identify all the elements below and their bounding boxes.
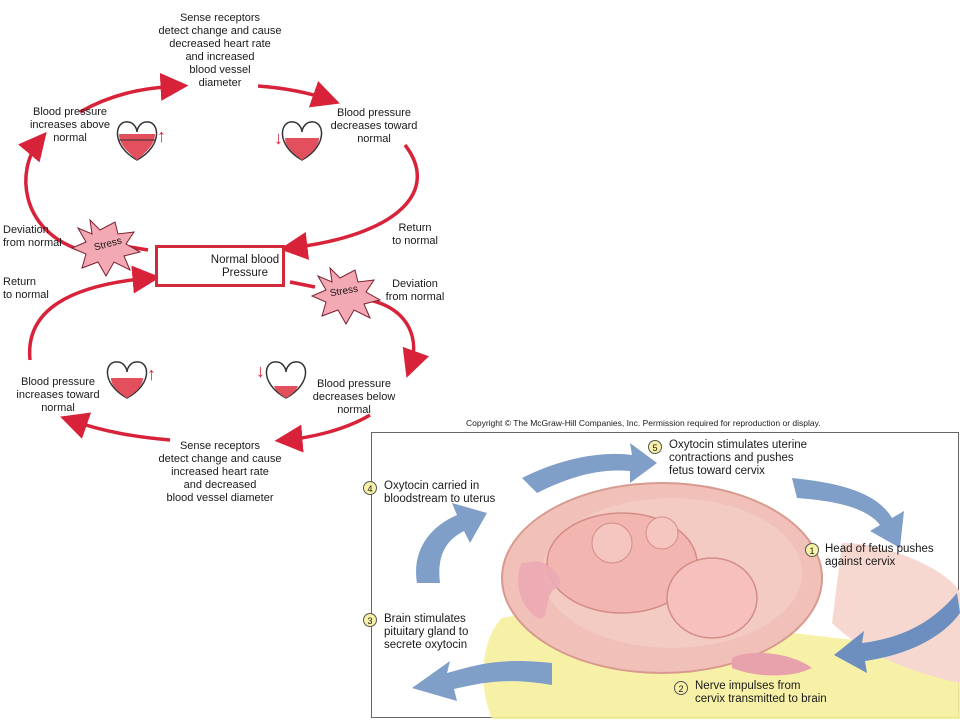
arrow-normal-to-stress xyxy=(289,280,316,289)
childbirth-illustration xyxy=(412,443,960,719)
up-arrow-icon: ↑ xyxy=(147,364,156,384)
step-5-text: Oxytocin stimulates uterine contractions… xyxy=(669,439,808,477)
return-bottom-text: Return to normal xyxy=(3,276,49,301)
copyright-notice: Copyright © The McGraw-Hill Companies, I… xyxy=(466,418,821,428)
heart-decreasing-icon xyxy=(281,121,323,161)
arrow-top-to-receptor xyxy=(79,72,189,114)
arrow-receptor-to-right xyxy=(257,81,340,108)
arrow-step4 xyxy=(416,503,487,583)
step-4-text: Oxytocin carried in bloodstream to uteru… xyxy=(384,480,496,505)
arrow-step5-right xyxy=(792,478,904,548)
down-arrow-icon: ↓ xyxy=(256,361,265,381)
step-3-text: Brain stimulates pituitary gland to secr… xyxy=(384,613,469,651)
arrow-step2 xyxy=(412,661,552,701)
step-1-number: 1 xyxy=(805,543,819,557)
stress-burst-bottom xyxy=(310,266,382,326)
heart-increasing-icon xyxy=(106,361,148,399)
arrow-bottom-left-up xyxy=(27,265,161,361)
arrow-step1 xyxy=(834,593,960,673)
arrow-bottom-right-down xyxy=(369,298,430,378)
bp-decreases-toward-text: Blood pressure decreases toward normal xyxy=(330,107,418,145)
childbirth-panel: 5 Oxytocin stimulates uterine contractio… xyxy=(363,432,960,719)
arrow-receptor-to-left xyxy=(60,412,171,442)
step-4-number: 4 xyxy=(363,481,377,495)
bottom-receptor-text: Sense receptors detect change and cause … xyxy=(158,440,282,504)
deviation-bottom-text: Deviation from normal xyxy=(385,278,445,303)
step-2-text: Nerve impulses from cervix transmitted t… xyxy=(695,680,827,705)
arrow-right-to-receptor xyxy=(274,413,371,453)
bp-increases-toward-text: Blood pressure increases toward normal xyxy=(16,376,100,414)
heart-low-icon xyxy=(265,361,307,399)
step-5-number: 5 xyxy=(648,440,662,454)
deviation-top-text: Deviation from normal xyxy=(3,224,62,249)
step-2-number: 2 xyxy=(674,681,688,695)
step-3-number: 3 xyxy=(363,613,377,627)
down-arrow-icon: ↓ xyxy=(274,128,283,148)
arrow-top-right-down xyxy=(279,143,420,260)
top-receptor-text: Sense receptors detect change and cause … xyxy=(158,12,282,89)
return-top-text: Return to normal xyxy=(392,222,438,247)
arrow-top-left-up xyxy=(18,131,81,252)
bp-decreases-below-text: Blood pressure decreases below normal xyxy=(312,378,396,416)
heart-high-icon xyxy=(116,121,158,161)
normal-bp-box xyxy=(155,245,285,287)
bp-increases-above-text: Blood pressure increases above normal xyxy=(29,106,111,144)
stress-burst-top xyxy=(70,218,142,278)
step-1-text: Head of fetus pushes against cervix xyxy=(825,543,934,568)
arrow-step5-left xyxy=(522,443,657,493)
normal-bp-text: Normal blood Pressure xyxy=(210,254,280,279)
up-arrow-icon: ↑ xyxy=(157,126,166,146)
